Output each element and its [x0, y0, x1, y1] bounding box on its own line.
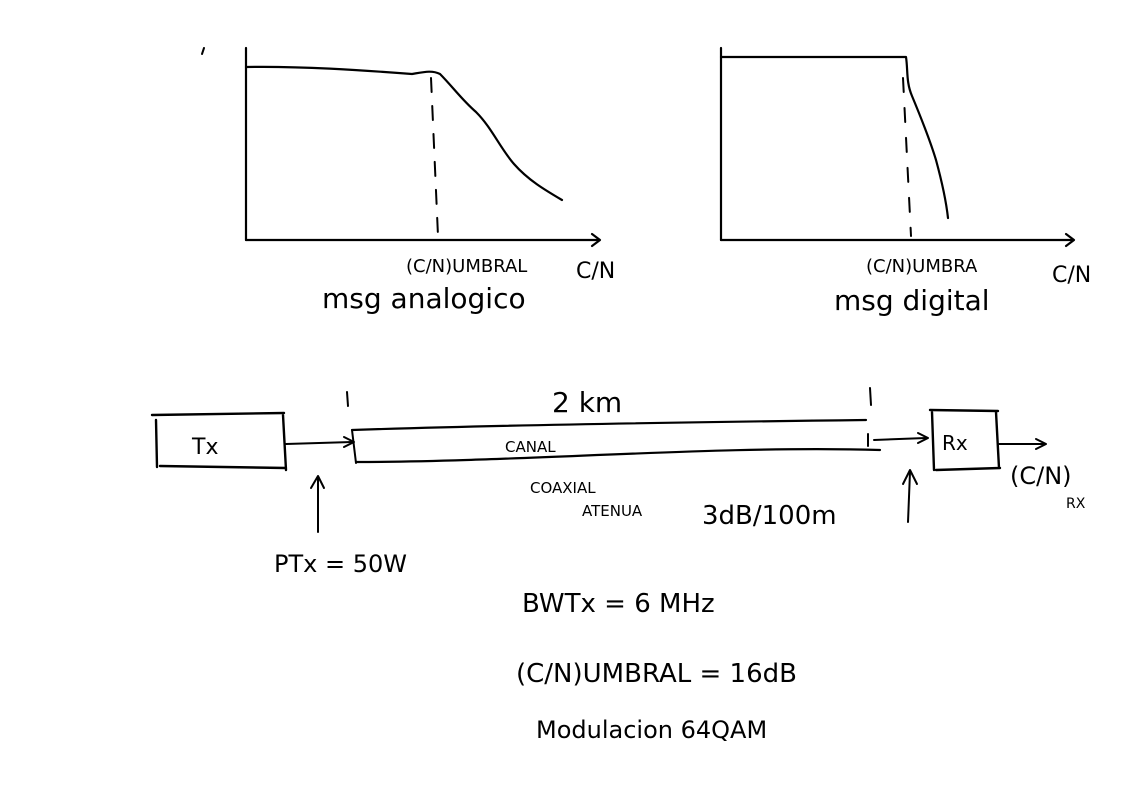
analog-graph: (C/N)UMBRAL C/N msg analogico — [244, 46, 615, 315]
digital-caption: msg digital — [834, 284, 990, 317]
tx-to-cable-line — [285, 441, 353, 445]
cn-rx-label: (C/N) — [1010, 462, 1072, 490]
rx-label: Rx — [942, 431, 968, 455]
rx-measure-arrow-shaft — [907, 471, 911, 523]
analog-x-axis-label: C/N — [576, 259, 615, 284]
digital-graph: (C/N)UMBRA C/N msg digital — [719, 46, 1091, 317]
distance-label: 2 km — [552, 386, 622, 419]
modulation-param: Modulacion 64QAM — [536, 716, 767, 744]
cn-rx-subscript: RX — [1066, 496, 1086, 512]
channel-label-line1: CANAL — [505, 438, 556, 456]
digital-threshold-line — [902, 77, 912, 237]
analog-x-arrow — [590, 232, 602, 248]
digital-x-arrow — [1064, 232, 1076, 248]
parameters: BWTx = 6 MHz (C/N)UMBRAL = 16dB Modulaci… — [516, 589, 797, 744]
cable-left-end — [351, 429, 357, 464]
analog-threshold-label: (C/N)UMBRAL — [406, 256, 527, 277]
bandwidth-param: BWTx = 6 MHz — [522, 589, 715, 619]
cable-to-rx-arrowhead — [917, 432, 929, 444]
digital-threshold-label: (C/N)UMBRA — [866, 256, 978, 277]
cable-top-edge — [350, 418, 868, 432]
cn-threshold-param: (C/N)UMBRAL = 16dB — [516, 659, 797, 689]
channel-label-line2: COAXIAL — [530, 479, 596, 497]
ptx-label: PTx = 50W — [274, 550, 407, 578]
stray-mark — [201, 47, 205, 55]
analog-threshold-line — [430, 77, 439, 237]
rx-measure-arrowhead — [902, 469, 918, 485]
tx-label: Tx — [191, 435, 218, 460]
digital-x-axis-label: C/N — [1052, 263, 1091, 288]
rx-output-arrowhead — [1035, 438, 1047, 450]
rx-box — [928, 408, 1002, 472]
cable-bottom-edge — [354, 447, 882, 464]
analog-performance-curve — [244, 65, 564, 202]
cable-start-tick — [346, 391, 349, 407]
attenuation-word: ATENUA — [582, 502, 643, 520]
link-diagram: Tx 2 km CANAL COAXIAL ATENUA 3dB/100m Rx… — [150, 386, 1086, 578]
ptx-arrowhead — [310, 475, 325, 489]
analog-caption: msg analogico — [322, 282, 526, 315]
attenuation-value: 3dB/100m — [702, 501, 837, 531]
tx-box — [150, 411, 288, 472]
cable-to-rx-line — [873, 437, 927, 441]
digital-performance-curve — [719, 55, 950, 220]
cable-end-tick — [869, 387, 872, 406]
